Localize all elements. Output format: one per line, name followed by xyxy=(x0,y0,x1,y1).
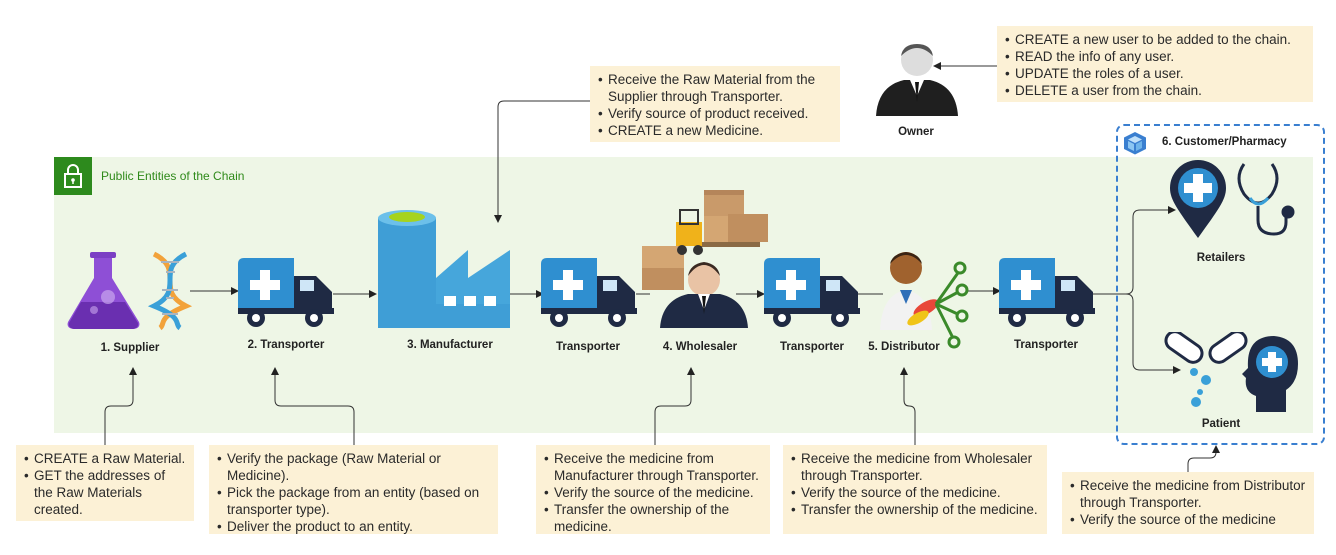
wholesaler-note: Transfer the ownership of the medicine. xyxy=(544,501,762,535)
map-pin-icon xyxy=(1170,160,1226,238)
arrow-supplier-notes xyxy=(104,367,137,447)
wholesaler-note: Verify the source of the medicine. xyxy=(544,484,762,501)
arrow-patient-notes xyxy=(1187,445,1220,474)
transporter-note: Verify the package (Raw Material or Medi… xyxy=(217,450,490,484)
distributor-note: Transfer the ownership of the medicine. xyxy=(791,501,1039,518)
retailers-icon xyxy=(1170,160,1295,238)
arrow-manufacturer-notes xyxy=(494,100,594,223)
owner-label: Owner xyxy=(898,126,934,138)
transporter-label: Transporter xyxy=(780,341,844,353)
patient-note: Verify the source of the medicine xyxy=(1070,511,1306,528)
cube-icon xyxy=(1124,132,1146,155)
distributor-notes: Receive the medicine from Wholesaler thr… xyxy=(783,445,1047,534)
truck-icon xyxy=(999,258,1095,327)
truck-icon xyxy=(541,258,637,327)
transporter-label: 2. Transporter xyxy=(247,339,325,351)
lock-icon xyxy=(64,164,82,188)
distributor-icon xyxy=(880,252,969,349)
customer-pharmacy-box xyxy=(1116,124,1325,445)
arrow-wholesaler-notes xyxy=(654,367,695,447)
retailers-label: Retailers xyxy=(1196,252,1246,264)
owner-notes: CREATE a new user to be added to the cha… xyxy=(997,26,1313,102)
forklift-icon xyxy=(676,209,703,255)
supplier-note: GET the addresses of the Raw Materials c… xyxy=(24,467,186,518)
manufacturer-note: Receive the Raw Material from the Suppli… xyxy=(598,71,832,105)
flask-icon xyxy=(67,252,140,329)
owner-note-delete: DELETE a user from the chain. xyxy=(1005,82,1305,99)
owner-note-read: READ the info of any user. xyxy=(1005,48,1305,65)
owner-icon xyxy=(876,44,958,116)
arrow-transporter-notes xyxy=(271,367,355,447)
wholesaler-note: Receive the medicine from Manufacturer t… xyxy=(544,450,762,484)
boxes-icon xyxy=(642,190,768,290)
factory-icon xyxy=(378,210,510,328)
dna-icon xyxy=(147,251,193,331)
manufacturer-label: 3. Manufacturer xyxy=(407,339,493,351)
person-icon xyxy=(660,262,748,328)
arrow-to-retailers xyxy=(1092,206,1176,295)
head-cross-icon xyxy=(1242,336,1298,412)
transporter-label: Transporter xyxy=(556,341,620,353)
manufacturer-note: CREATE a new Medicine. xyxy=(598,122,832,139)
distributor-label: 5. Distributor xyxy=(868,341,940,353)
lock-badge xyxy=(54,157,92,195)
patient-notes: Receive the medicine from Distributor th… xyxy=(1062,472,1314,534)
truck-icon xyxy=(238,258,334,327)
patient-label: Patient xyxy=(1201,418,1241,430)
transporter-notes: Verify the package (Raw Material or Medi… xyxy=(209,445,498,535)
patient-icon xyxy=(1164,332,1298,412)
distributor-note: Receive the medicine from Wholesaler thr… xyxy=(791,450,1039,484)
wholesaler-icon xyxy=(642,190,768,328)
manufacturer-notes: Receive the Raw Material from the Suppli… xyxy=(590,66,840,142)
customer-label: 6. Customer/Pharmacy xyxy=(1162,136,1287,148)
distributor-note: Verify the source of the medicine. xyxy=(791,484,1039,501)
supplier-label: 1. Supplier xyxy=(100,342,160,354)
wholesaler-label: 4. Wholesaler xyxy=(662,341,738,353)
patient-note: Receive the medicine from Distributor th… xyxy=(1070,477,1306,511)
supplier-notes: CREATE a Raw Material. GET the addresses… xyxy=(16,445,194,521)
manufacturer-note: Verify source of product received. xyxy=(598,105,832,122)
arrow-distributor-notes xyxy=(900,367,916,447)
pills-icon xyxy=(1164,332,1248,407)
region-title: Public Entities of the Chain xyxy=(101,169,245,183)
transporter-note: Pick the package from an entity (based o… xyxy=(217,484,490,518)
arrow-to-patient xyxy=(1092,293,1181,374)
network-icon xyxy=(934,261,969,349)
owner-note-create: CREATE a new user to be added to the cha… xyxy=(1005,31,1305,48)
transporter-label: Transporter xyxy=(1014,339,1078,351)
transporter-note: Deliver the product to an entity. xyxy=(217,518,490,535)
owner-note-update: UPDATE the roles of a user. xyxy=(1005,65,1305,82)
truck-icon xyxy=(764,258,860,327)
wholesaler-notes: Receive the medicine from Manufacturer t… xyxy=(536,445,770,534)
doctor-icon xyxy=(880,252,939,330)
supplier-note: CREATE a Raw Material. xyxy=(24,450,186,467)
